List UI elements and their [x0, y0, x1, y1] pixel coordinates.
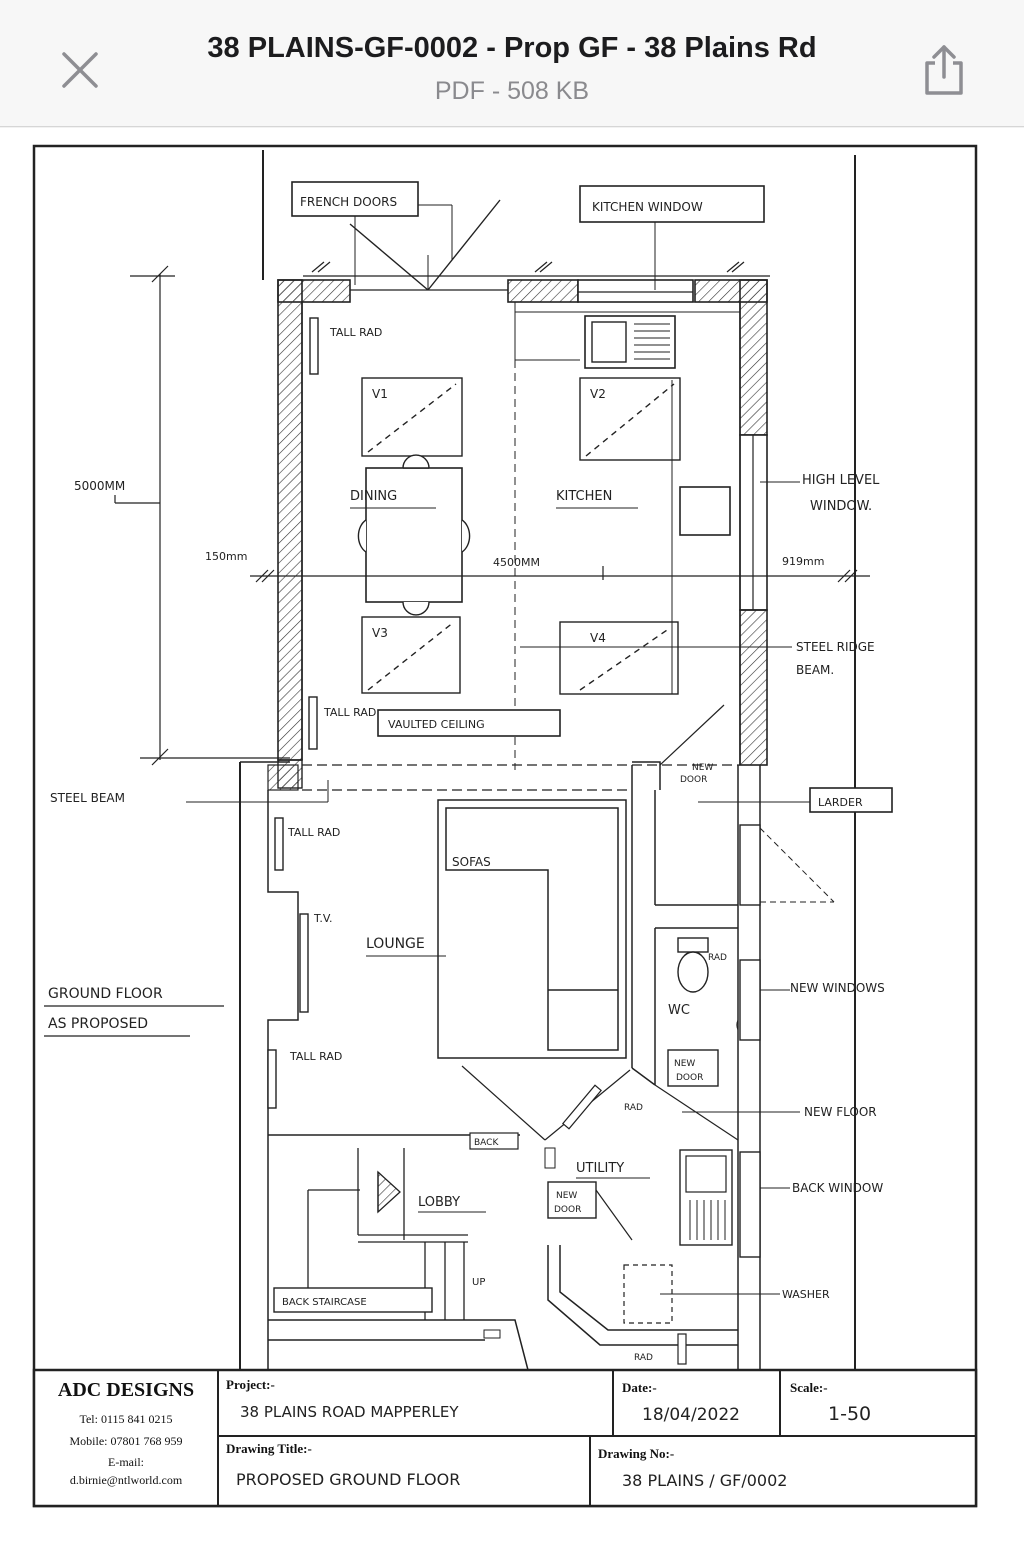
label-v4: V4 [590, 631, 606, 645]
label-washer: WASHER [782, 1288, 830, 1301]
label-new-door-1a: NEW [692, 763, 713, 773]
label-dim-4500: 4500MM [493, 556, 540, 569]
label-steel-beam: STEEL BEAM [50, 791, 125, 805]
label-box-french-doors [291, 181, 419, 217]
label-back-window: BACK WINDOW [792, 1181, 883, 1195]
label-new-door-2b: DOOR [676, 1073, 703, 1083]
label-back-staircase: BACK STAIRCASE [282, 1297, 367, 1308]
company-mobile: Mobile: 07801 768 959 [70, 1434, 183, 1448]
project-value: 38 PLAINS ROAD MAPPERLEY [240, 1403, 459, 1421]
drawing-no-value: 38 PLAINS / GF/0002 [622, 1471, 787, 1490]
drawing-no-label: Drawing No:- [598, 1446, 674, 1461]
label-utility: UTILITY [576, 1161, 624, 1176]
label-box-back-staircase [273, 1287, 433, 1313]
label-dining: DINING [350, 489, 397, 504]
wc-toilet [677, 937, 709, 993]
label-rad-bottom: RAD [634, 1353, 653, 1363]
document-title: 38 PLAINS-GF-0002 - Prop GF - 38 Plains … [207, 32, 817, 64]
label-box-vaulted-ceiling [377, 709, 561, 737]
label-rad-utility: RAD [624, 1103, 643, 1113]
pdf-page[interactable]: FRENCH DOORS KITCHEN WINDOW TALL RAD V1 [0, 128, 1024, 1568]
label-lobby: LOBBY [418, 1195, 460, 1210]
tv-unit [299, 913, 309, 1013]
company-email: d.birnie@ntlworld.com [70, 1473, 183, 1487]
date-value: 18/04/2022 [642, 1405, 740, 1425]
label-tall-rad-1: TALL RAD [329, 326, 382, 339]
viewer-header: 38 PLAINS-GF-0002 - Prop GF - 38 Plains … [0, 0, 1024, 127]
label-sofas: SOFAS [452, 855, 491, 869]
label-box-larder [809, 787, 893, 813]
company-email-label: E-mail: [108, 1455, 144, 1469]
company-name: ADC DESIGNS [58, 1379, 194, 1401]
drawing-title-label: Drawing Title:- [226, 1441, 312, 1456]
label-tall-rad-3: TALL RAD [287, 826, 340, 839]
label-vaulted-ceiling: VAULTED CEILING [388, 718, 485, 731]
scale-value: 1-50 [828, 1403, 871, 1425]
label-dim-919: 919mm [782, 555, 824, 568]
label-new-door-3a: NEW [556, 1191, 577, 1201]
sheet-border [32, 144, 978, 1508]
label-dim-150: 150mm [205, 550, 247, 563]
label-ground-floor-2: AS PROPOSED [48, 1016, 148, 1032]
label-tall-rad-2: TALL RAD [323, 706, 376, 719]
label-high-level-window-1: HIGH LEVEL [802, 473, 880, 488]
label-new-windows: NEW WINDOWS [790, 981, 885, 995]
dimension-lines [114, 265, 870, 766]
label-rad-wc: RAD [708, 953, 727, 963]
label-high-level-window-2: WINDOW. [810, 499, 872, 514]
label-steel-ridge-beam-1: STEEL RIDGE [796, 640, 875, 654]
label-v2: V2 [590, 387, 606, 401]
share-icon [925, 45, 963, 95]
project-label: Project:- [226, 1377, 275, 1392]
date-label: Date:- [622, 1380, 657, 1395]
label-lounge: LOUNGE [366, 936, 425, 952]
sofas [437, 799, 627, 1059]
label-v1: V1 [372, 387, 388, 401]
label-up: UP [472, 1277, 485, 1288]
close-button[interactable] [52, 42, 108, 98]
extension-walls [277, 279, 768, 789]
label-new-floor: NEW FLOOR [804, 1105, 877, 1119]
floor-plan-drawing: FRENCH DOORS KITCHEN WINDOW TALL RAD V1 [32, 144, 978, 1508]
label-tall-rad-4: TALL RAD [289, 1050, 342, 1063]
label-new-door-2a: NEW [674, 1059, 695, 1069]
dining-table [357, 454, 471, 616]
label-v3: V3 [372, 626, 388, 640]
document-subtitle: PDF - 508 KB [434, 77, 590, 105]
share-button[interactable] [912, 38, 976, 102]
back-staircase [307, 1148, 468, 1320]
french-doors [349, 199, 508, 291]
kitchen-hob [679, 486, 731, 536]
label-larder: LARDER [818, 796, 863, 809]
company-tel: Tel: 0115 841 0215 [79, 1412, 172, 1426]
label-kitchen: KITCHEN [556, 489, 612, 504]
label-new-door-3b: DOOR [554, 1205, 581, 1215]
label-back-door: BACK [474, 1138, 499, 1148]
drawing-title-value: PROPOSED GROUND FLOOR [236, 1470, 460, 1489]
label-box-kitchen-window [579, 185, 765, 223]
kitchen-sink [584, 315, 676, 369]
label-tv: T.V. [313, 912, 333, 925]
label-new-door-1b: DOOR [680, 775, 707, 785]
label-ground-floor-1: GROUND FLOOR [48, 986, 163, 1002]
title-block [32, 1368, 978, 1508]
label-dim-5000: 5000MM [74, 479, 125, 493]
label-wc: WC [668, 1003, 690, 1018]
scale-label: Scale:- [790, 1380, 828, 1395]
label-steel-ridge-beam-2: BEAM. [796, 663, 834, 677]
label-kitchen-window: KITCHEN WINDOW [592, 200, 703, 214]
utility-sink [679, 1149, 733, 1246]
close-icon [62, 52, 98, 88]
label-french-doors: FRENCH DOORS [300, 195, 397, 209]
